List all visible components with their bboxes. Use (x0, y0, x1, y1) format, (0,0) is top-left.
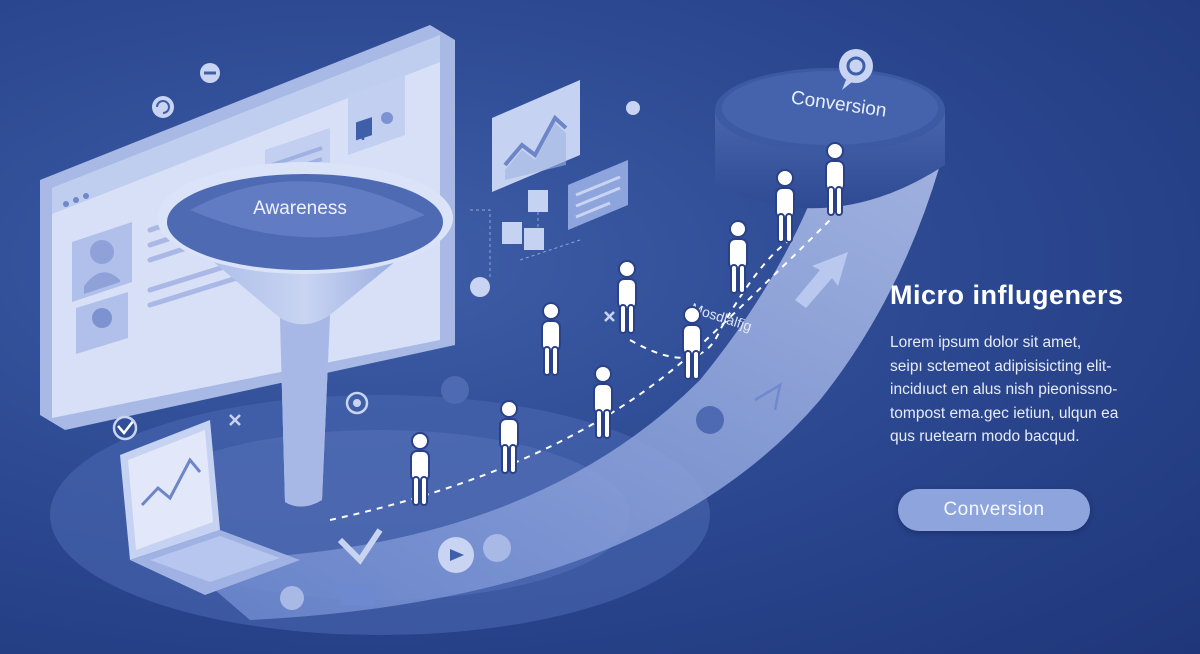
panel-title: Micro influgeners (890, 280, 1124, 310)
person-icon (540, 301, 562, 377)
person-icon (774, 168, 796, 244)
facebook-icon: f (360, 124, 367, 144)
person-icon (498, 399, 520, 475)
panel-body-line: Lorem ipsum dolor sit amet, (890, 334, 1082, 351)
panel-body-line: incidıuct en alus nish pieonissno- (890, 381, 1118, 398)
panel-body-line: seipı sctemeot adipisisicting elit- (890, 357, 1112, 375)
person-icon (824, 141, 846, 217)
funnel-awareness-label: Awareness (253, 198, 347, 219)
chart-card (492, 80, 580, 192)
avatar-cards (470, 190, 581, 280)
person-icon (727, 219, 749, 295)
person-icon (681, 305, 703, 381)
panel-body-line: qus ruetearn modo bacqud. (890, 428, 1080, 445)
person-icon (616, 259, 638, 335)
text-card (568, 160, 628, 230)
person-icon (409, 431, 431, 507)
laptop-chart (120, 420, 300, 595)
conversion-pillar: Conversion (715, 49, 945, 209)
decorative-icons (112, 63, 782, 610)
funnel: Awareness (157, 162, 453, 507)
panel-body-line: tompost ema.gec ietiun, ulqun ea (890, 404, 1119, 422)
growth-arrow-icon (795, 252, 848, 308)
conversion-button[interactable]: Conversion (898, 489, 1090, 531)
person-icon (592, 364, 614, 440)
info-panel: Micro influgeners Lorem ipsum dolor sit … (890, 280, 1180, 449)
chat-bubble-icon (839, 49, 873, 90)
